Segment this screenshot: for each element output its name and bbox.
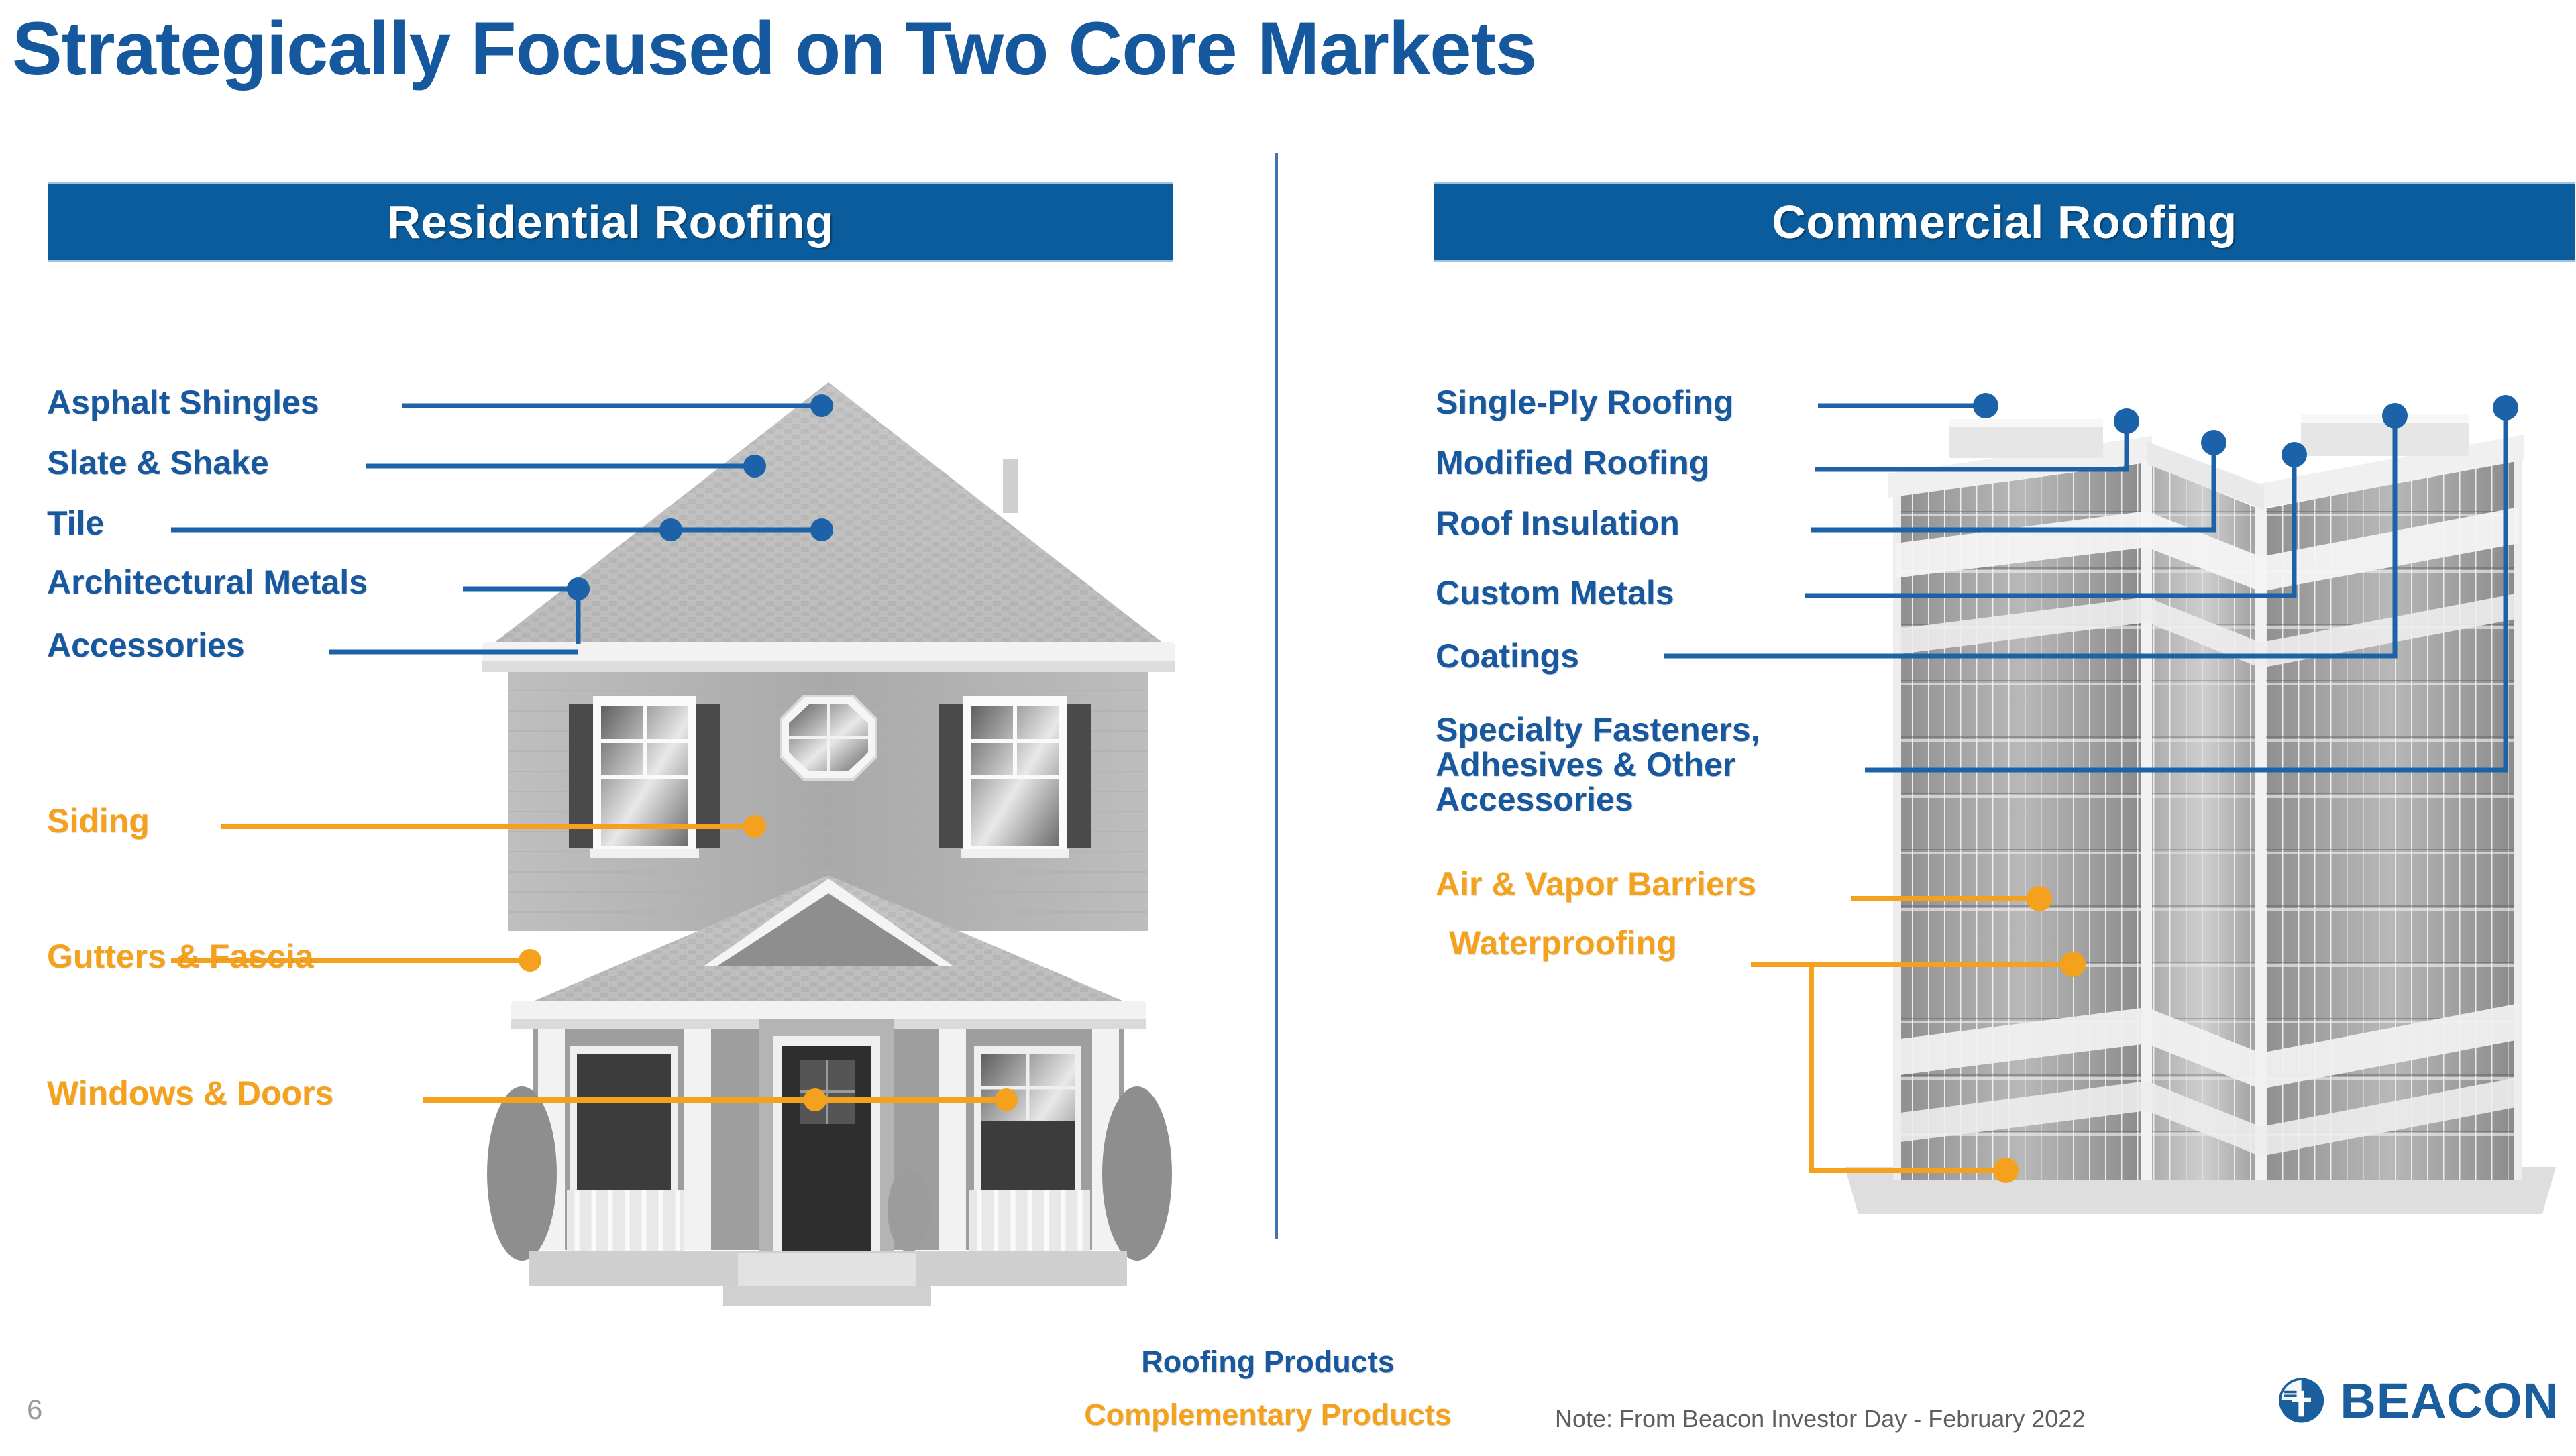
label-gutters-and-fascia[interactable]: Gutters & Fascia bbox=[47, 938, 314, 975]
label-asphalt-shingles[interactable]: Asphalt Shingles bbox=[47, 384, 319, 421]
label-air-and-vapor-barriers[interactable]: Air & Vapor Barriers bbox=[1436, 865, 1756, 903]
beacon-logo: BEACON bbox=[2277, 1360, 2559, 1441]
label-modified-roofing[interactable]: Modified Roofing bbox=[1436, 444, 1710, 482]
beacon-logo-text: BEACON bbox=[2340, 1372, 2559, 1429]
page-title: Strategically Focused on Two Core Market… bbox=[12, 7, 1537, 91]
label-roof-insulation[interactable]: Roof Insulation bbox=[1436, 504, 1680, 542]
label-siding[interactable]: Siding bbox=[47, 802, 150, 840]
label-accessories[interactable]: Accessories bbox=[47, 626, 245, 664]
legend-roofing-products: Roofing Products bbox=[1141, 1345, 1395, 1379]
column-divider bbox=[1275, 153, 1278, 1239]
column-header-commercial-label: Commercial Roofing bbox=[1772, 196, 2237, 248]
beacon-lighthouse-circle-icon bbox=[2279, 1378, 2324, 1423]
column-header-residential-label: Residential Roofing bbox=[386, 196, 835, 248]
label-waterproofing[interactable]: Waterproofing bbox=[1449, 924, 1677, 962]
source-note: Note: From Beacon Investor Day - Februar… bbox=[1555, 1405, 2086, 1433]
label-specialty-fasteners-adhesives-accessories[interactable]: Specialty Fasteners, Adhesives & Other A… bbox=[1436, 711, 1760, 818]
label-architectural-metals[interactable]: Architectural Metals bbox=[47, 563, 368, 601]
commercial-building-image bbox=[1845, 414, 2556, 1214]
column-header-residential: Residential Roofing bbox=[48, 182, 1173, 262]
residential-house-image bbox=[482, 382, 1175, 1306]
column-header-commercial: Commercial Roofing bbox=[1434, 182, 2575, 262]
label-windows-and-doors[interactable]: Windows & Doors bbox=[47, 1074, 334, 1112]
label-coatings[interactable]: Coatings bbox=[1436, 637, 1579, 675]
label-single-ply-roofing[interactable]: Single-Ply Roofing bbox=[1436, 384, 1734, 421]
page-number: 6 bbox=[27, 1394, 43, 1425]
label-tile[interactable]: Tile bbox=[47, 504, 105, 542]
label-slate-and-shake[interactable]: Slate & Shake bbox=[47, 444, 269, 482]
label-custom-metals[interactable]: Custom Metals bbox=[1436, 574, 1674, 612]
legend-complementary-products: Complementary Products bbox=[1084, 1398, 1452, 1432]
